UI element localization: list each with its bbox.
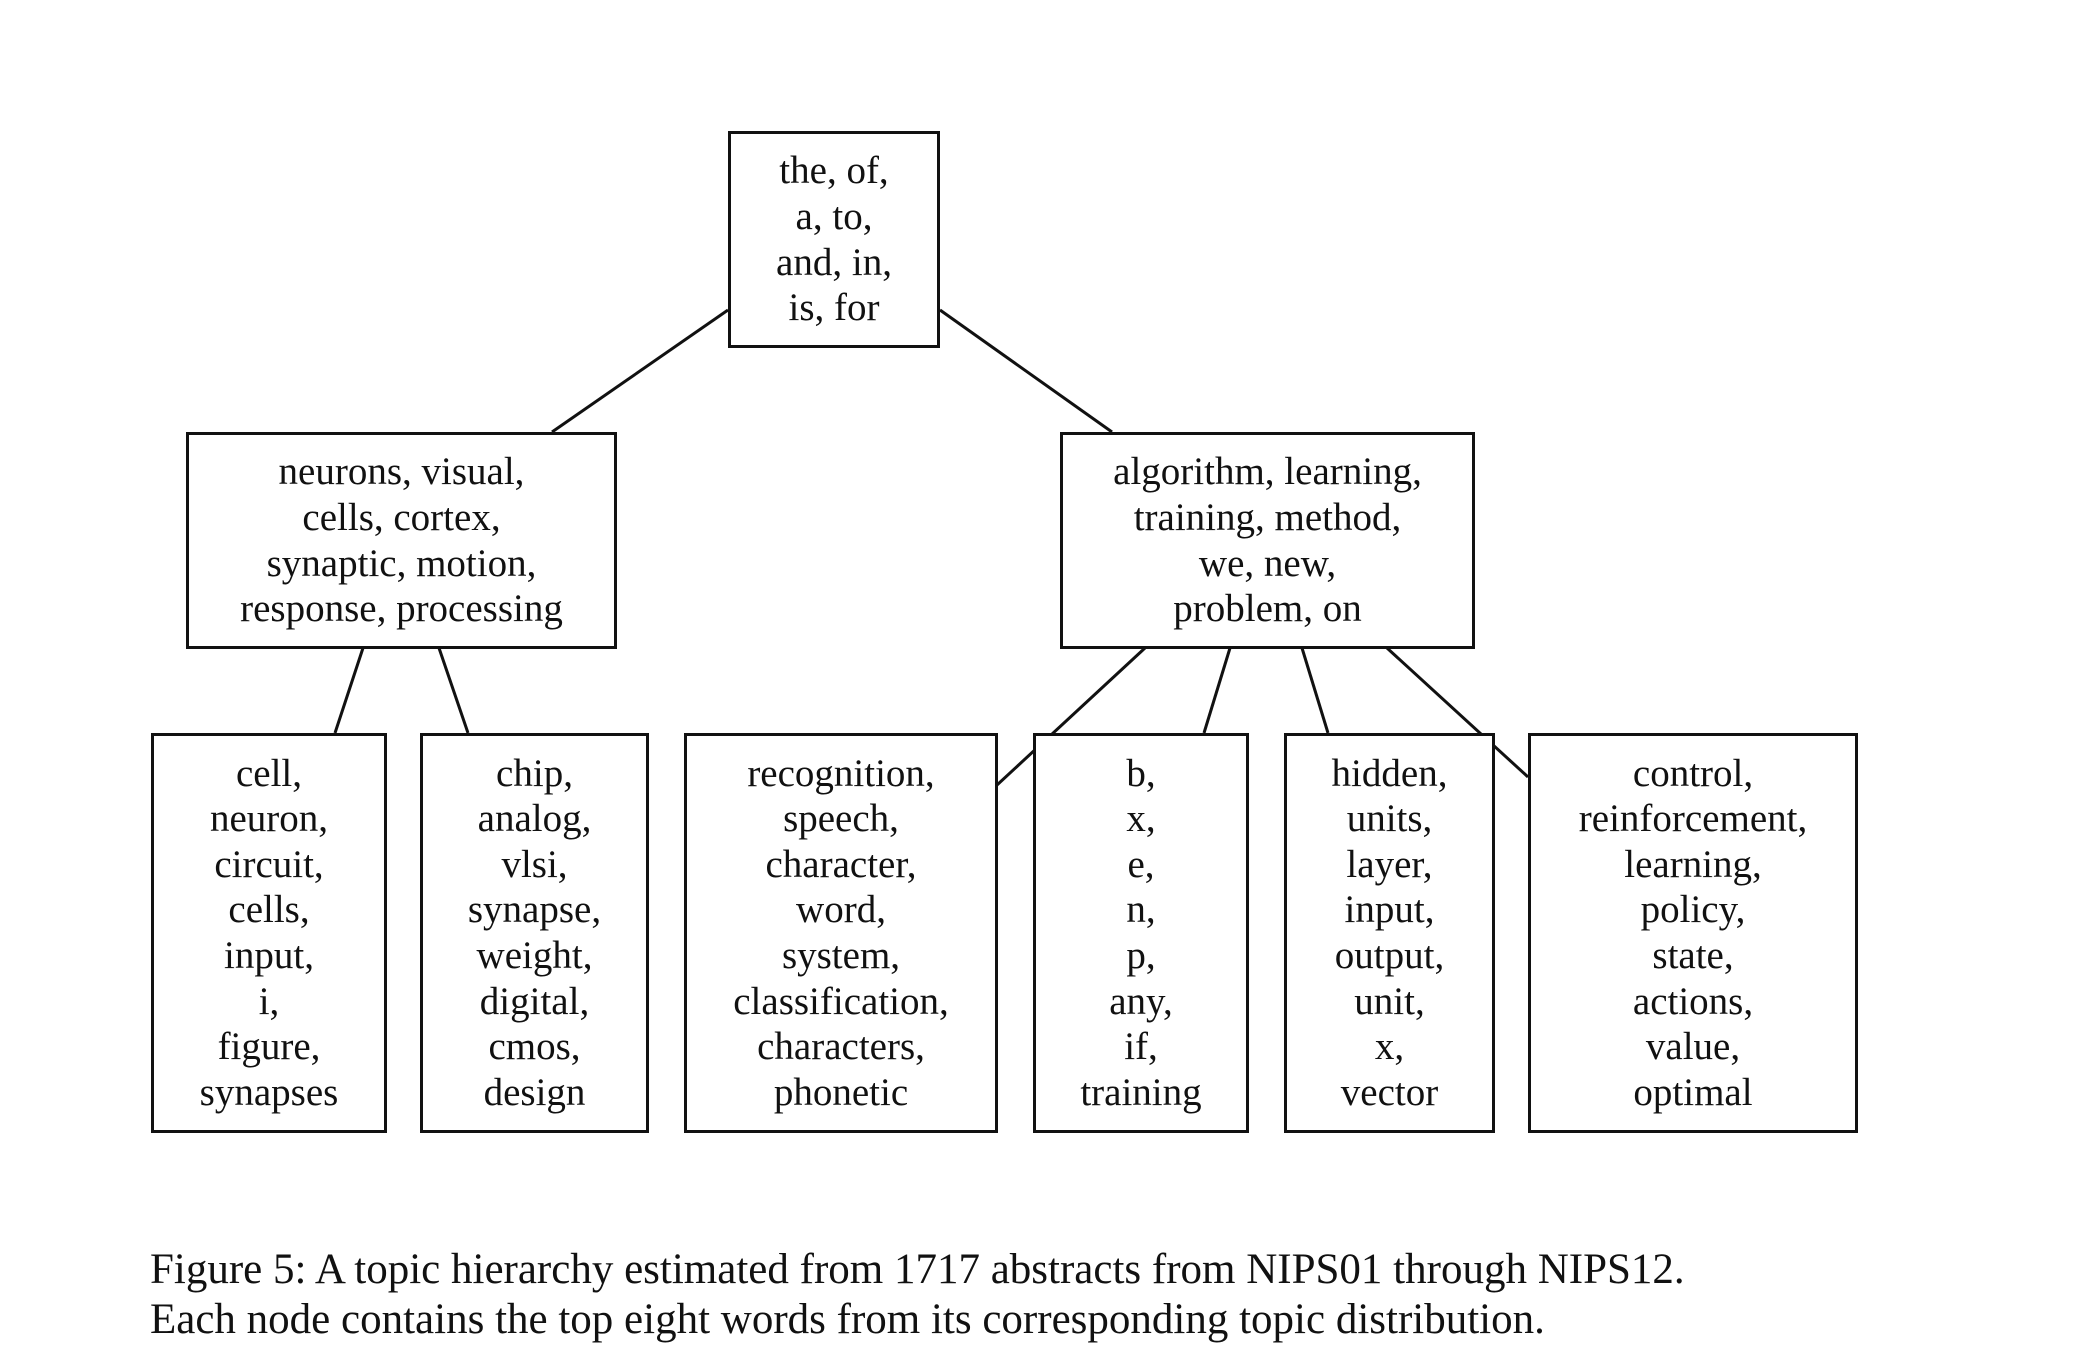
node-word-line: and, in, [776, 240, 892, 284]
node-word-line: classification, [733, 979, 949, 1023]
node-word-line: analog, [477, 797, 592, 841]
topic-node-algo: algorithm, learning, training, method, w… [1060, 432, 1475, 649]
node-word-line: synapses [199, 1070, 339, 1114]
node-word-line: chip, [496, 751, 573, 795]
topic-node-root: the, of, a, to, and, in, is, for [728, 131, 940, 348]
caption-line-2: Each node contains the top eight words f… [150, 1296, 1545, 1343]
node-word-line: unit, [1354, 979, 1425, 1023]
node-word-line: learning, [1624, 842, 1762, 886]
node-word-line: system, [781, 934, 901, 977]
node-word-line: character, [765, 842, 917, 886]
topic-node-cell: cell, neuron, circuit, cells, input, i, … [151, 733, 387, 1133]
node-word-line: reinforcement, [1578, 797, 1808, 841]
node-word-line: algorithm, learning, [1113, 450, 1422, 494]
node-word-line: problem, on [1173, 587, 1362, 631]
node-word-line: response, processing [240, 587, 563, 631]
node-word-line: neuron, [209, 797, 329, 841]
node-word-line: cells, cortex, [302, 495, 501, 539]
node-word-line: value, [1645, 1025, 1741, 1069]
node-word-line: n, [1126, 888, 1156, 932]
node-word-line: recognition, [747, 751, 935, 795]
node-word-line: cell, [235, 751, 303, 795]
node-word-line: b, [1126, 751, 1156, 795]
node-word-line: phonetic [773, 1070, 909, 1114]
node-word-line: characters, [757, 1025, 925, 1069]
edge-root-algo [939, 308, 1113, 434]
node-word-line: vector [1340, 1070, 1439, 1114]
node-word-line: synaptic, motion, [266, 541, 537, 585]
node-word-line: i, [258, 979, 280, 1023]
node-word-line: output, [1334, 934, 1445, 977]
node-word-line: any, [1109, 979, 1173, 1023]
node-word-line: neurons, visual, [278, 450, 525, 494]
node-word-line: digital, [479, 979, 590, 1023]
node-word-line: e, [1127, 842, 1155, 886]
topic-node-bx: b, x, e, n, p, any, if, training [1033, 733, 1249, 1133]
topic-node-control: control, reinforcement, learning, policy… [1528, 733, 1858, 1133]
node-word-line: actions, [1632, 979, 1754, 1023]
node-word-line: state, [1652, 934, 1734, 977]
node-word-line: figure, [217, 1025, 321, 1069]
node-word-line: optimal [1633, 1070, 1753, 1114]
node-word-line: x, [1126, 797, 1156, 841]
node-word-line: input, [1344, 888, 1435, 932]
node-word-line: the, of, [779, 149, 889, 193]
node-word-line: word, [796, 888, 886, 932]
edge-neuro-chip [437, 647, 470, 734]
node-word-line: cells, [228, 888, 310, 932]
node-word-line: input, [224, 934, 314, 977]
edge-algo-recog [995, 646, 1147, 787]
node-word-line: cmos, [488, 1025, 581, 1069]
node-word-line: design [483, 1070, 586, 1114]
node-word-line: speech, [783, 797, 899, 841]
edge-algo-control [1385, 646, 1530, 779]
edge-algo-bx [1202, 647, 1232, 734]
caption-line-1: Figure 5: A topic hierarchy estimated fr… [150, 1246, 1685, 1293]
node-word-line: a, to, [795, 194, 873, 238]
topic-node-chip: chip, analog, vlsi, synapse, weight, dig… [420, 733, 649, 1133]
edge-neuro-cell [333, 647, 365, 734]
node-word-line: weight, [476, 934, 593, 977]
edge-algo-hidden [1300, 647, 1330, 734]
node-word-line: units, [1346, 797, 1433, 841]
node-word-line: policy, [1640, 888, 1746, 932]
node-word-line: vlsi, [501, 842, 568, 886]
node-word-line: layer, [1346, 842, 1433, 886]
node-word-line: hidden, [1331, 751, 1448, 795]
figure-caption: Figure 5: A topic hierarchy estimated fr… [150, 1245, 2010, 1345]
edge-root-neuro [551, 308, 729, 434]
topic-node-recognition: recognition, speech, character, word, sy… [684, 733, 998, 1133]
node-word-line: training [1080, 1070, 1202, 1114]
node-word-line: training, method, [1133, 495, 1402, 539]
node-word-line: p, [1126, 934, 1156, 977]
node-word-line: synapse, [467, 888, 602, 932]
node-word-line: control, [1632, 751, 1754, 795]
node-word-line: we, new, [1198, 541, 1337, 585]
node-word-line: circuit, [214, 842, 324, 886]
topic-node-neuro: neurons, visual, cells, cortex, synaptic… [186, 432, 617, 649]
topic-node-hidden: hidden, units, layer, input, output, uni… [1284, 733, 1495, 1133]
node-word-line: is, for [788, 286, 880, 330]
node-word-line: if, [1124, 1025, 1158, 1069]
node-word-line: x, [1374, 1025, 1405, 1069]
